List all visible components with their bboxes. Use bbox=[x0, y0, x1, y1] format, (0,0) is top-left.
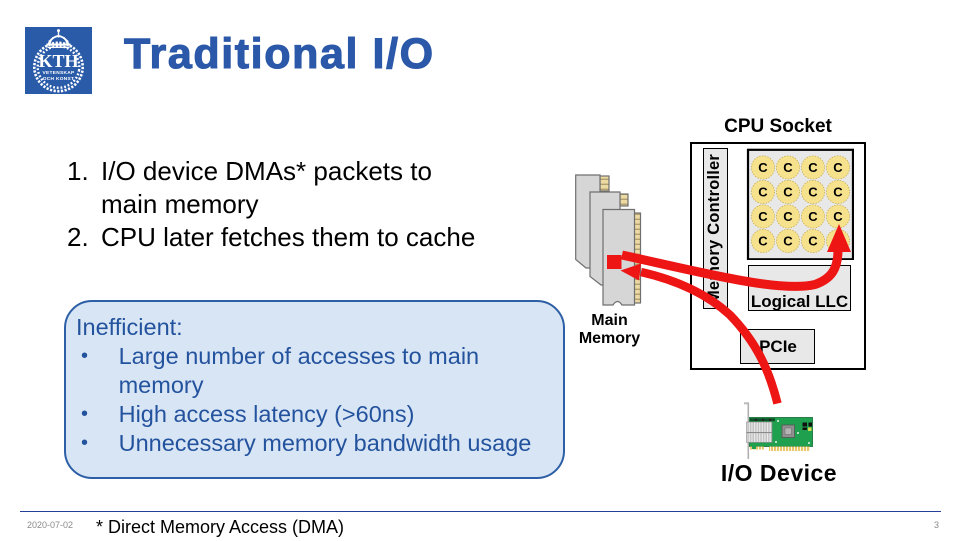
svg-text:C: C bbox=[833, 209, 843, 224]
svg-text:C: C bbox=[808, 185, 818, 200]
svg-text:C: C bbox=[808, 160, 818, 175]
svg-text:OCH KONST: OCH KONST bbox=[43, 76, 74, 82]
svg-text:C: C bbox=[758, 185, 768, 200]
svg-text:C: C bbox=[808, 234, 818, 249]
svg-text:C: C bbox=[758, 160, 768, 175]
svg-text:C: C bbox=[783, 209, 793, 224]
svg-text:C: C bbox=[833, 160, 843, 175]
svg-text:C: C bbox=[833, 185, 843, 200]
svg-text:VETENSKAP: VETENSKAP bbox=[42, 70, 75, 76]
svg-text:C: C bbox=[758, 234, 768, 249]
svg-text:C: C bbox=[783, 185, 793, 200]
svg-text:C: C bbox=[783, 234, 793, 249]
svg-text:C: C bbox=[783, 160, 793, 175]
svg-text:C: C bbox=[808, 209, 818, 224]
svg-text:C: C bbox=[758, 209, 768, 224]
svg-text:KTH: KTH bbox=[38, 51, 78, 71]
